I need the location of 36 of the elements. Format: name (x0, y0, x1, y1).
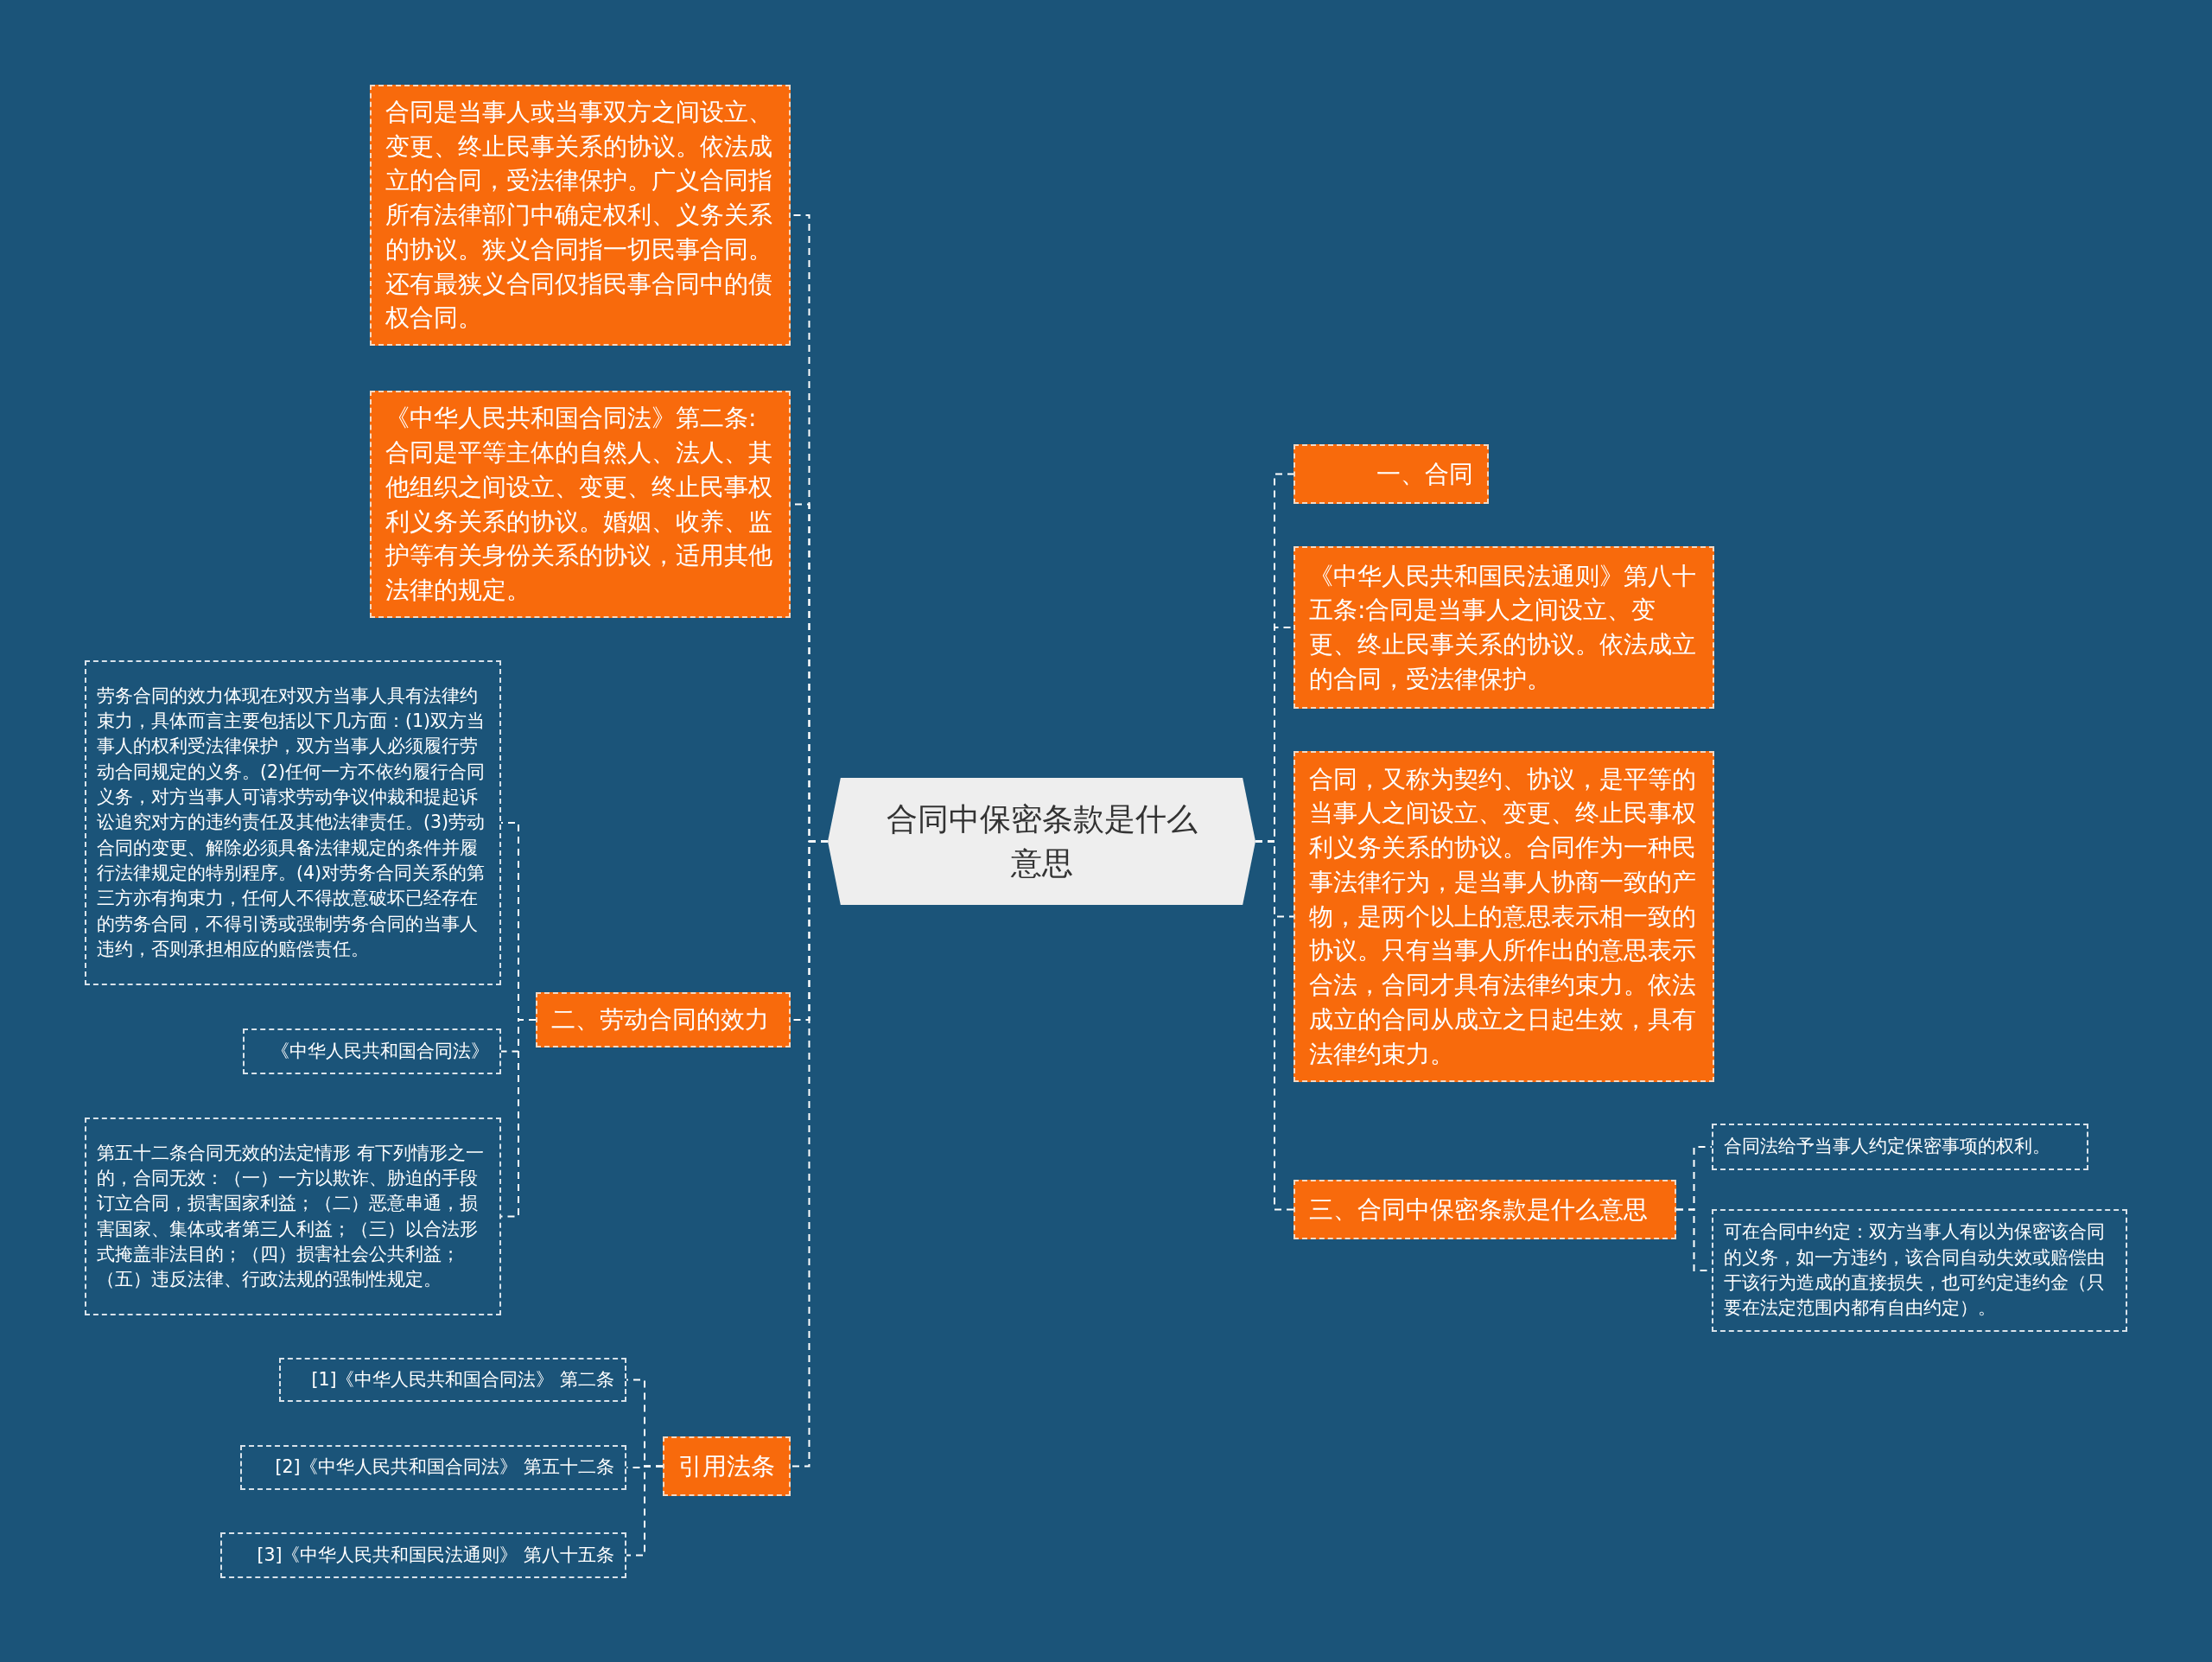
topic-text: 一、合同 (1376, 458, 1473, 490)
detail-box (85, 1118, 501, 1315)
detail-box (243, 1028, 501, 1074)
detail-box (1712, 1209, 2127, 1332)
detail-text: 可在合同中约定：双方当事人有以为保密该合同的义务，如一方违约，该合同自动失效或赔偿由于该行为造成的直接损失，也可约定违约金（只要在法定范围内都有自由约定）。 (1724, 1220, 2106, 1321)
detail-box (220, 1532, 626, 1578)
topic-box (370, 391, 791, 618)
topic-text: 《中华人民共和国民法通则》第八十五条:合同是当事人之间设立、变更、终止民事关系的协议。依法成立的合同，受法律保护。 (1309, 560, 1697, 695)
detail-text: 合同法给予当事人约定保密事项的权利。 (1724, 1135, 2050, 1159)
topic-box (1294, 546, 1714, 709)
detail-text: 《中华人民共和国合同法》 (271, 1039, 489, 1063)
topic-text: 三、合同中保密条款是什么意思 (1309, 1194, 1648, 1226)
topic-text: 合同，又称为契约、协议，是平等的当事人之间设立、变更、终止民事权利义务关系的协议。合同作为一种民事法律行为，是当事人协商一致的产物，是两个以上的意思表示相一致的协议。只有当事人所作出的意思表示合法，合同才具有法律约束力。依法成立的合同从成立之日起生效，具有法律约束力。 (1309, 763, 1697, 1070)
topic-box (1294, 1180, 1676, 1239)
connector-line (626, 1465, 664, 1557)
topic-text: 二、劳动合同的效力 (551, 1004, 769, 1036)
topic-text: 合同是当事人或当事双方之间设立、变更、终止民事关系的协议。依法成立的合同，受法律保护。广义合同指所有法律部门中确定权利、义务关系的协议。狭义合同指一切民事合同。还有最狭义合同仅指民事合同中的债权合同。 (385, 96, 773, 334)
detail-box (279, 1358, 626, 1402)
detail-box (85, 660, 501, 985)
detail-box (240, 1445, 626, 1490)
detail-text: 劳务合同的效力体现在对双方当事人具有法律约束力，具体而言主要包括以下几方面：(1)双方当事人的权利受法律保护，双方当事人必须履行劳动合同规定的义务。(2)任何一方不依约履行合同义务，对方当事人可请求劳动争议仲裁和提起诉讼追究对方的违约责任及其他法律责任。(3)劳动合同的变更、解除必须具备法律规定的条件并履行法律规定的特别程序。(4)对劳务合同关系的第三方亦有拘束力，任何人不得故意破坏已经存在的劳务合同，不得引诱或强制劳务合同的当事人违约，否则承担相应的赔偿责任。 (97, 684, 486, 961)
connector-line (1255, 840, 1294, 1211)
topic-box (536, 992, 791, 1048)
connector-line (790, 840, 829, 1468)
central-topic-text: 合同中保密条款是什么意思 (885, 800, 1198, 882)
topic-text: 引用法条 (678, 1450, 775, 1482)
detail-text: [2]《中华人民共和国合同法》 第五十二条 (275, 1455, 614, 1480)
topic-box (370, 85, 791, 346)
connector-line (500, 1019, 537, 1218)
topic-box (663, 1436, 791, 1496)
detail-text: [3]《中华人民共和国民法通则》 第八十五条 (257, 1543, 614, 1567)
topic-text: 《中华人民共和国合同法》第二条:合同是平等主体的自然人、法人、其他组织之间设立、变更、终止民事权利义务关系的协议。婚姻、收养、监护等有关身份关系的协议，适用其他法律的规定。 (385, 403, 773, 606)
topic-box (1294, 444, 1489, 504)
detail-box (1712, 1124, 2088, 1170)
detail-text: 第五十二条合同无效的法定情形 有下列情形之一的，合同无效：（一）一方以欺诈、胁迫的手段订立合同，损害国家利益；（二）恶意串通，损害国家、集体或者第三人利益；（三）以合法形式掩盖非法目的；（四）损害社会公共利益；（五）违反法律、行政法规的强制性规定。 (97, 1141, 485, 1292)
detail-text: [1]《中华人民共和国合同法》 第二条 (311, 1367, 614, 1391)
